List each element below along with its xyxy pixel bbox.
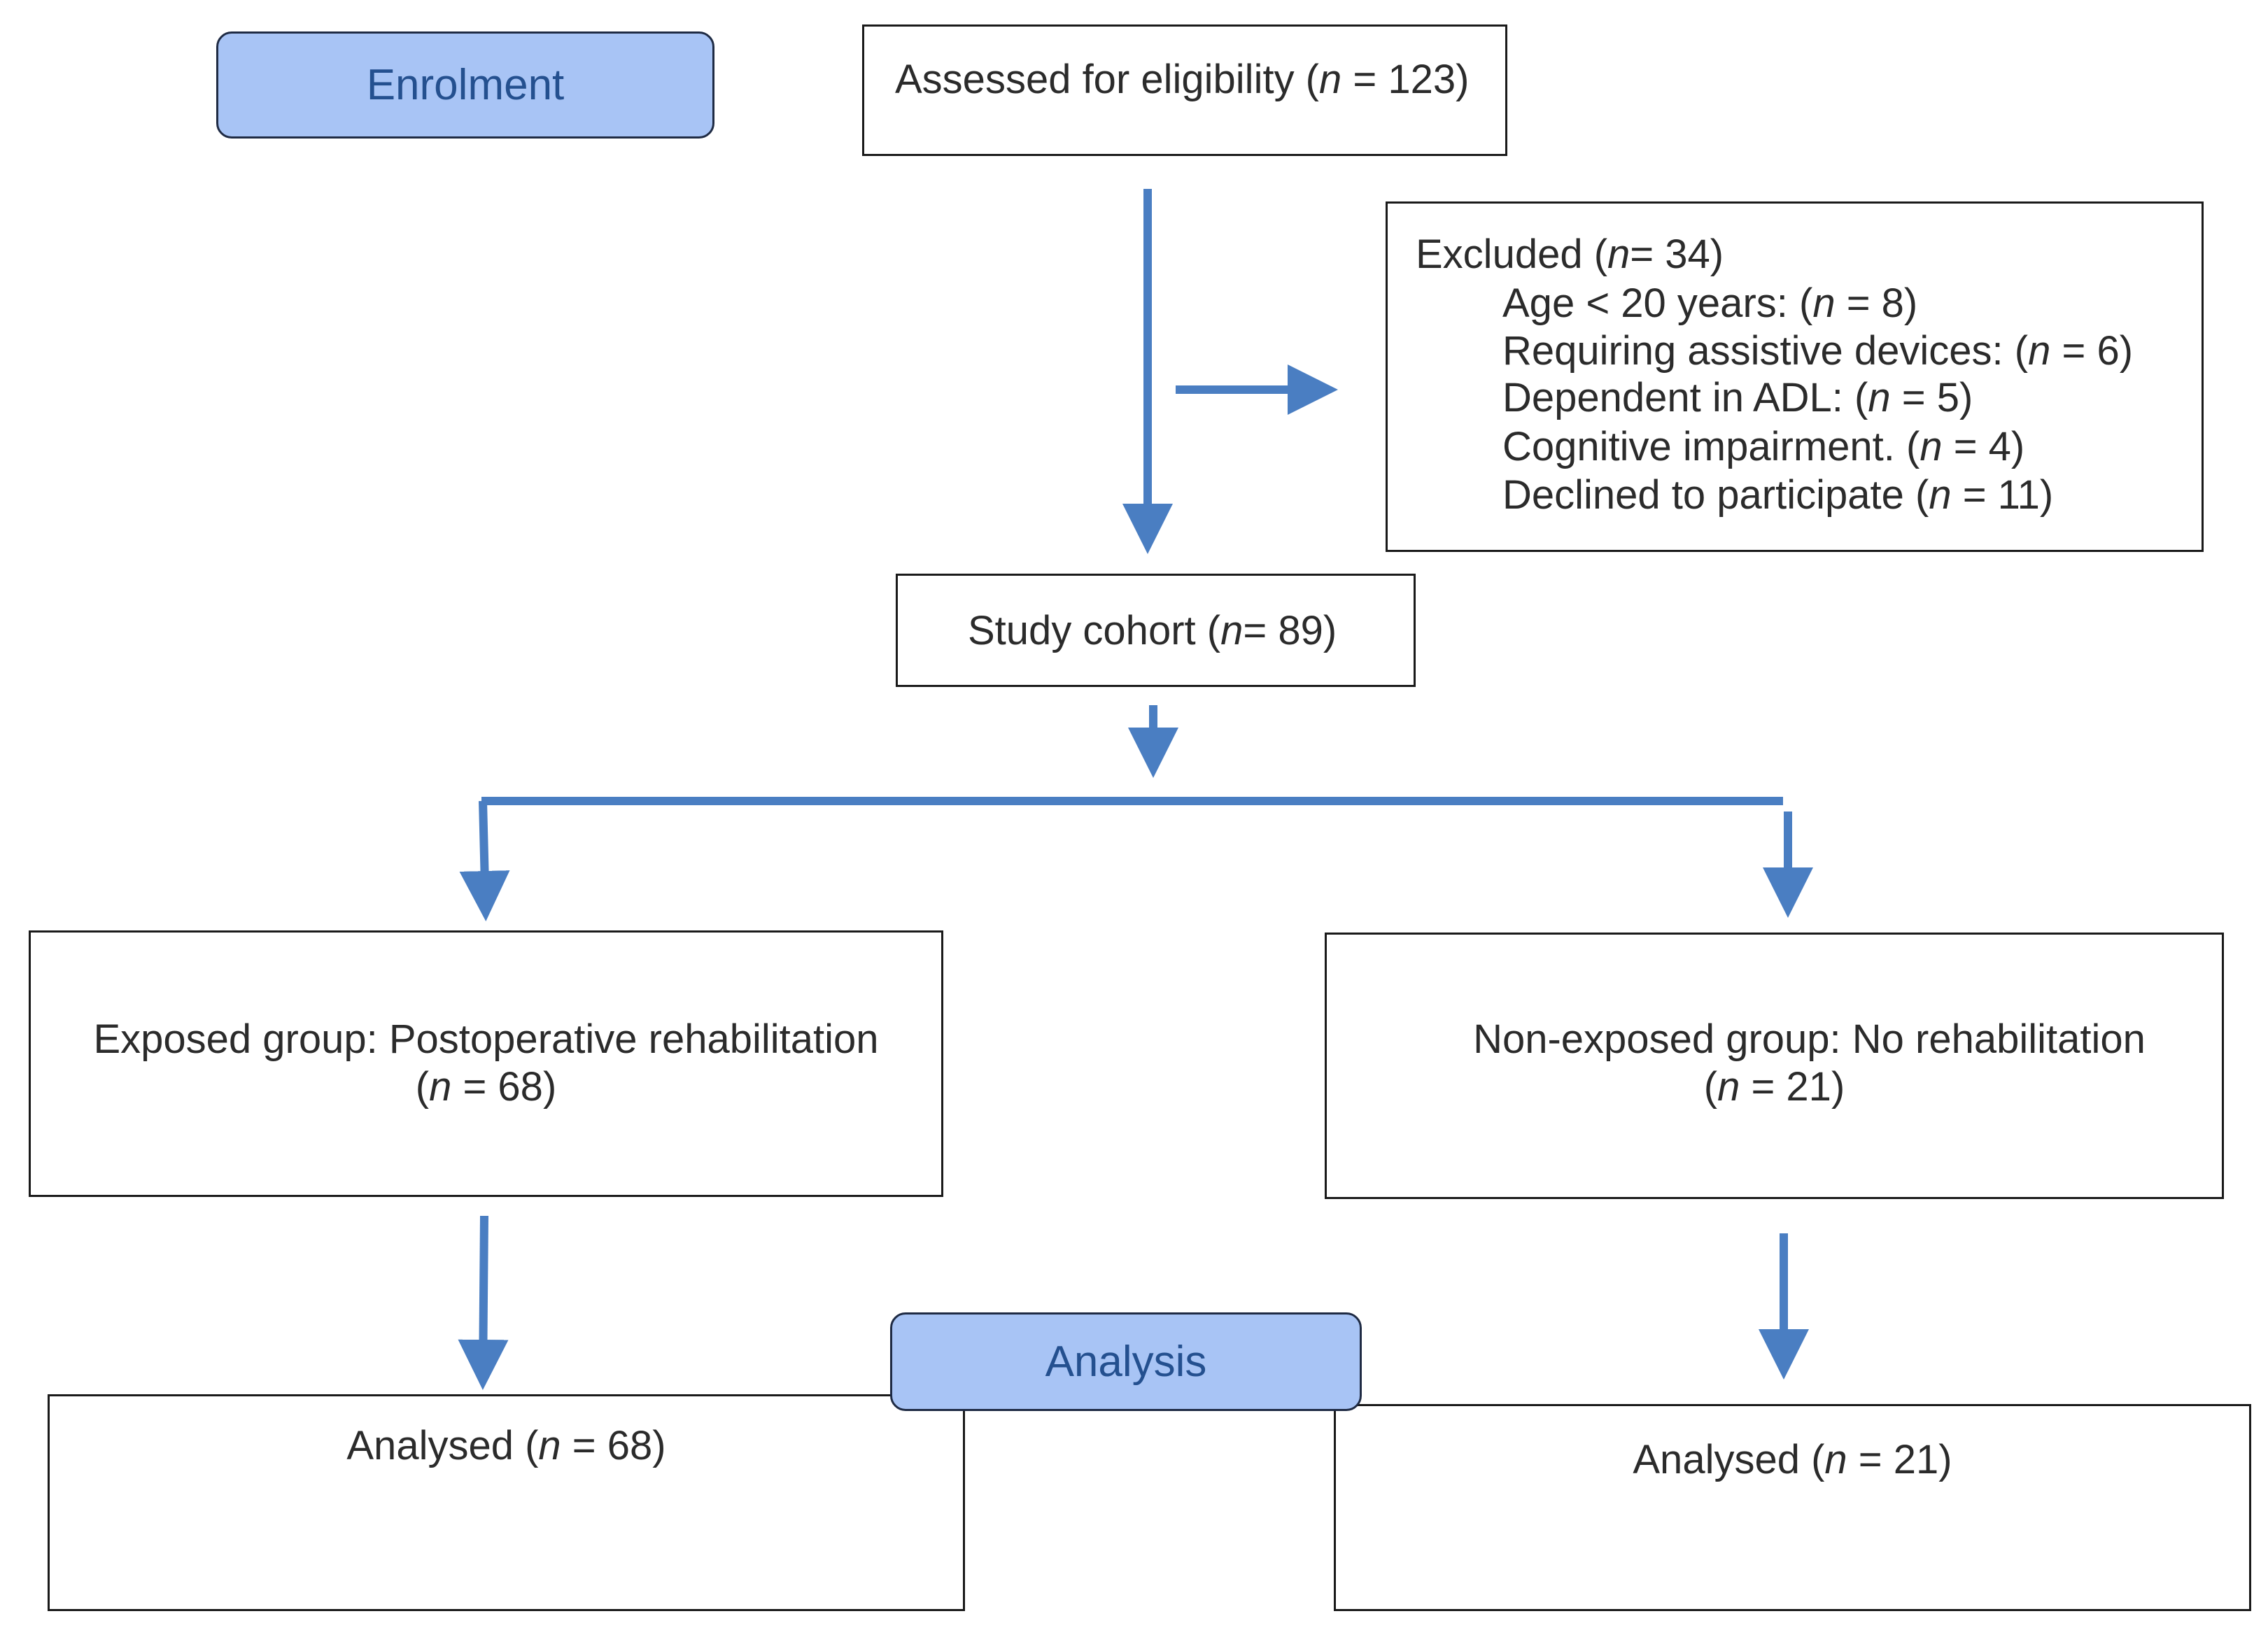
nonexposed-line1: Non-exposed group: No rehabilitation (1473, 1016, 2146, 1062)
stage-analysis-label: Analysis (1045, 1338, 1207, 1386)
excluded-item: Requiring assistive devices: (n = 6) (1502, 328, 2134, 374)
excluded-item: Age < 20 years: (n = 8) (1502, 281, 1918, 326)
excluded-item: Declined to participate (n = 11) (1502, 472, 2054, 518)
assessed-box: Assessed for eligibility (n = 123) (862, 24, 1507, 156)
nonexposed-box: Non-exposed group: No rehabilitation (n … (1325, 933, 2224, 1199)
exposed-box: Exposed group: Postoperative rehabilitat… (29, 930, 943, 1197)
excluded-item: Dependent in ADL: (n = 5) (1502, 375, 1973, 420)
arrow-branch-left (459, 800, 510, 921)
excluded-box: Excluded (n= 34) Age < 20 years: (n = 8)… (1386, 201, 2204, 552)
exposed-count: (n = 68) (415, 1064, 557, 1110)
excluded-item: Cognitive impairment. (n = 4) (1502, 424, 2025, 469)
analysed-left-text: Analysed (n = 68) (346, 1423, 666, 1468)
analysed-left-box: Analysed (n = 68) (48, 1394, 965, 1611)
analysed-right-box: Analysed (n = 21) (1334, 1404, 2251, 1611)
stage-enrolment-label: Enrolment (366, 61, 565, 109)
arrow-exposed-to-analysed (458, 1215, 509, 1390)
stage-analysis: Analysis (890, 1312, 1362, 1411)
excluded-heading: Excluded (n= 34) (1416, 232, 1724, 277)
nonexposed-count: (n = 21) (1703, 1064, 1845, 1110)
analysed-right-text: Analysed (n = 21) (1633, 1437, 1952, 1482)
assessed-text: Assessed for eligibility (n = 123) (895, 57, 1470, 102)
stage-enrolment: Enrolment (216, 31, 714, 139)
exposed-line1: Exposed group: Postoperative rehabilitat… (93, 1016, 879, 1062)
cohort-text: Study cohort (n= 89) (968, 608, 1337, 653)
cohort-box: Study cohort (n= 89) (896, 574, 1416, 687)
